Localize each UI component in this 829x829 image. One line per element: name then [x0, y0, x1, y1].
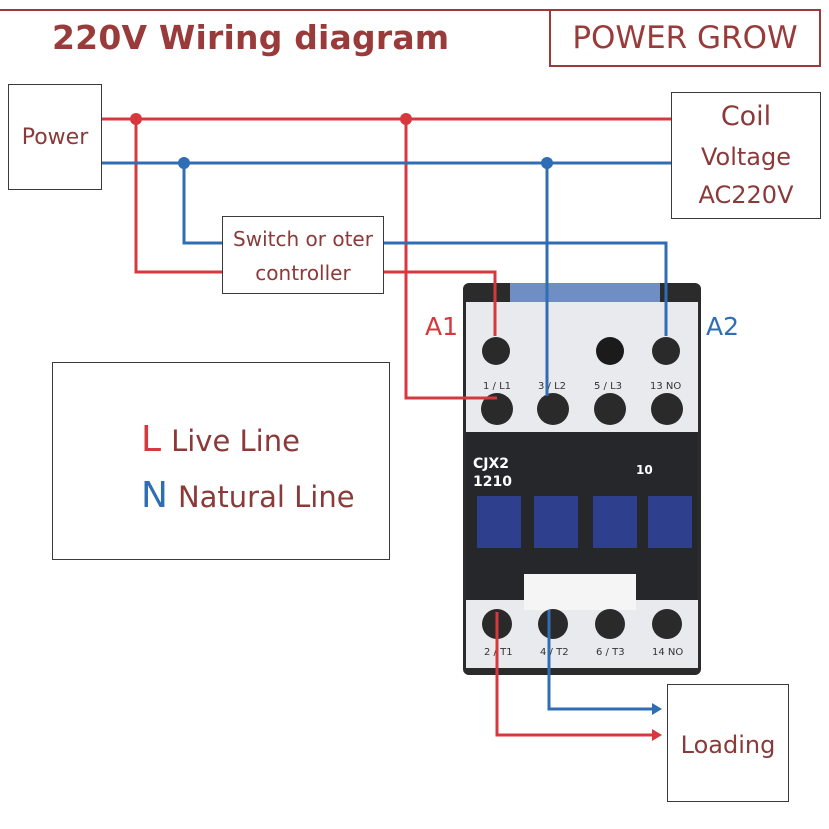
- live-junction-dot: [130, 113, 142, 125]
- contactor-indicator: [596, 337, 624, 365]
- terminal-label-14no: 14 NO: [652, 647, 683, 658]
- legend-live-letter: L: [141, 419, 162, 460]
- coil-terminal-a1-screw: [482, 337, 510, 365]
- coil-voltage-box: Coil Voltage AC220V: [671, 92, 821, 219]
- contactor-aux-number: 10: [636, 463, 653, 477]
- t1-to-loading-wire: [495, 612, 652, 737]
- live-wires: [102, 117, 671, 737]
- power-label: Power: [21, 125, 89, 150]
- neutral-junction-dot: [178, 157, 190, 169]
- loading-box: Loading: [667, 684, 789, 802]
- switch-to-a1-wire: [384, 270, 497, 336]
- contactor-model: CJX2: [473, 456, 509, 472]
- terminal-label-l1: 1 / L1: [483, 381, 511, 392]
- live-to-switch-wire: [134, 119, 222, 274]
- live-junction-dot: [400, 113, 412, 125]
- legend-neutral-row: N Natural Line: [141, 475, 355, 516]
- contactor-model-number: 1210: [473, 474, 512, 490]
- terminal-screw-13no: [651, 393, 683, 425]
- coil-label: Coil: [720, 101, 772, 132]
- coil-voltage-value: AC220V: [698, 181, 794, 209]
- coil-terminal-a2-screw: [652, 337, 680, 365]
- top-border-line: [0, 9, 821, 11]
- terminal-a1-label: A1: [425, 312, 459, 341]
- neutral-to-switch-wire: [182, 163, 222, 245]
- contactor: CJX2 1210 10 1 / L1 3 / L2 5 / L3 13 NO …: [463, 283, 701, 675]
- neutral-to-a2-wire: [384, 241, 668, 336]
- live-to-l1-wire: [404, 119, 497, 400]
- terminal-label-l2: 3 / L2: [538, 381, 566, 392]
- terminal-label-13no: 13 NO: [650, 381, 681, 392]
- brand-label: POWER GROW: [549, 9, 821, 67]
- terminal-label-l3: 5 / L3: [594, 381, 622, 392]
- loading-arrow-live: [652, 729, 662, 741]
- loading-label: Loading: [680, 731, 776, 759]
- legend-live-row: L Live Line: [141, 419, 300, 460]
- terminal-label-t2: 4 / T2: [540, 647, 569, 658]
- power-source-box: Power: [8, 84, 102, 190]
- contactor-blue-block: [648, 496, 692, 548]
- terminal-label-t3: 6 / T3: [596, 647, 625, 658]
- neutral-wires: [102, 161, 671, 711]
- legend-neutral-text: Natural Line: [177, 480, 355, 514]
- legend-box: L Live Line N Natural Line: [52, 362, 390, 560]
- contactor-blue-block: [593, 496, 637, 548]
- loading-arrow-neutral: [652, 703, 662, 715]
- switch-label-line1: Switch or oter: [233, 227, 373, 251]
- terminal-screw-t3: [595, 609, 625, 639]
- t2-to-loading-wire: [547, 610, 652, 711]
- terminal-screw-l1: [481, 393, 513, 425]
- diagram-title: 220V Wiring diagram: [52, 18, 450, 57]
- contactor-blue-block: [534, 496, 578, 548]
- terminal-screw-14no: [652, 609, 682, 639]
- terminal-screw-l2: [537, 393, 569, 425]
- legend-neutral-letter: N: [141, 475, 168, 516]
- terminal-a2-label: A2: [706, 312, 740, 341]
- terminal-screw-t2: [538, 609, 568, 639]
- switch-label-line2: controller: [255, 261, 351, 285]
- legend-live-text: Live Line: [171, 424, 300, 458]
- contactor-blue-block: [477, 496, 521, 548]
- contactor-center-plate: [524, 574, 636, 610]
- coil-voltage-label: Voltage: [700, 143, 792, 171]
- switch-controller-box: Switch or oter controller: [222, 216, 384, 294]
- neutral-junction-dot: [541, 157, 553, 169]
- terminal-screw-l3: [594, 393, 626, 425]
